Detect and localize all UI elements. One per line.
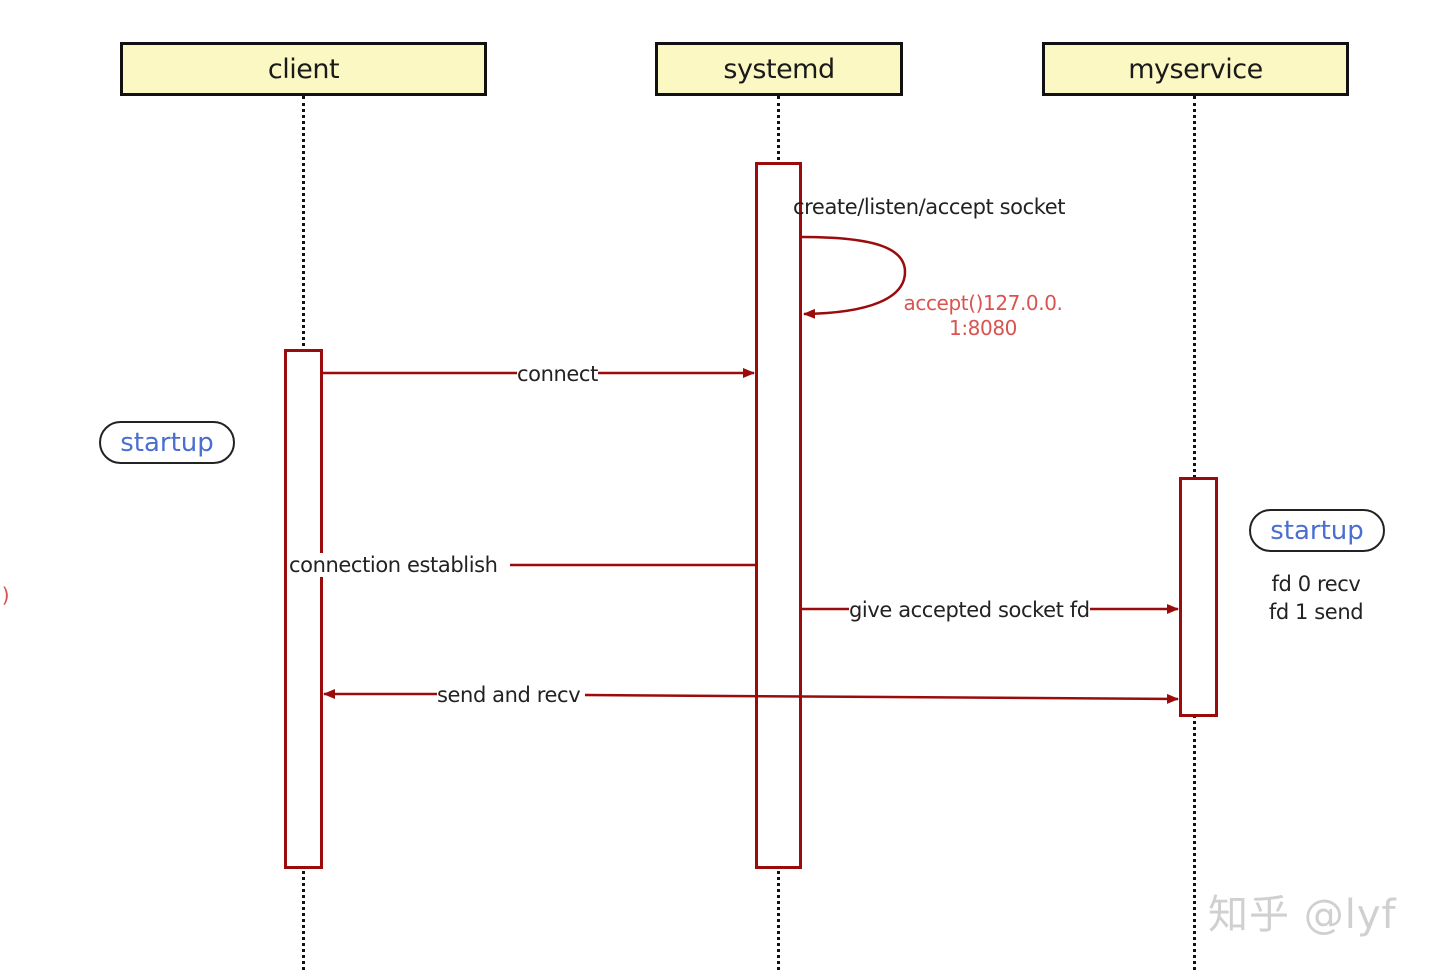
self-call-note-line2: 1:8080: [949, 316, 1017, 340]
self-call-label: create/listen/accept socket: [793, 195, 1066, 219]
service-startup-note: startup: [1249, 509, 1385, 552]
left-edge-fragment: (): [0, 583, 10, 607]
self-call-note-line1: accept()127.0.0.: [903, 291, 1063, 315]
watermark: 知乎 @lyf: [1208, 892, 1397, 938]
client-activation-bar[interactable]: [284, 349, 323, 869]
fd-note: fd 0 recv fd 1 send: [1246, 570, 1386, 626]
fd-note-line1: fd 0 recv: [1271, 572, 1361, 596]
send-recv-label: send and recv: [437, 683, 581, 707]
client-startup-note: startup: [99, 421, 235, 464]
participant-myservice[interactable]: myservice: [1042, 42, 1349, 96]
self-call-note: accept()127.0.0. 1:8080: [893, 291, 1073, 341]
send-recv-arrow-right: [584, 693, 1179, 704]
fd-note-line2: fd 1 send: [1268, 600, 1364, 624]
give-fd-label: give accepted socket fd: [849, 598, 1090, 622]
connect-label: connect: [517, 362, 598, 386]
myservice-activation-bar[interactable]: [1179, 477, 1218, 717]
connection-establish-label: connection establish: [289, 553, 498, 577]
participant-systemd[interactable]: systemd: [655, 42, 903, 96]
self-call-loop-arrow: [801, 235, 907, 319]
systemd-activation-bar[interactable]: [755, 162, 802, 869]
participant-client[interactable]: client: [120, 42, 487, 96]
